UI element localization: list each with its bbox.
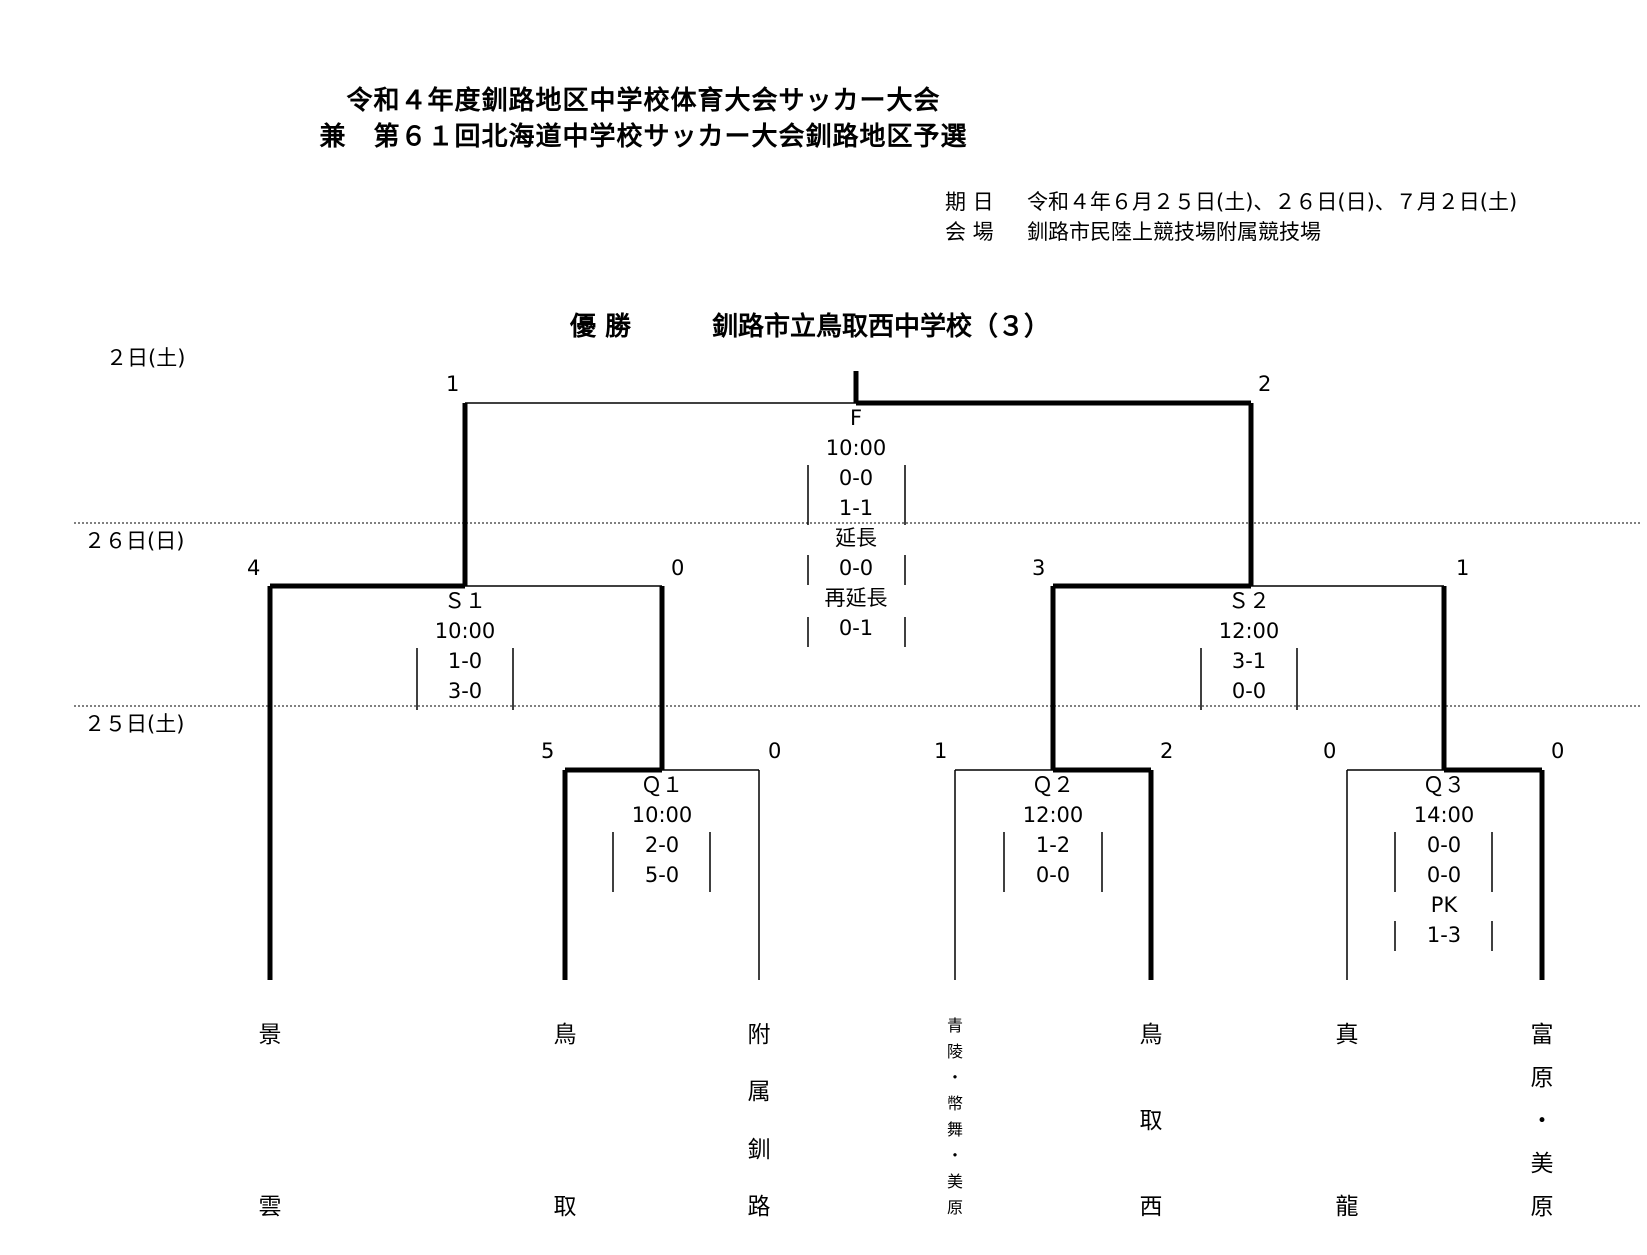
q1-score-left: 5 [541, 739, 555, 763]
final-score-left: 1 [446, 372, 460, 396]
champion-team: 釧路市立鳥取西中学校（３） [712, 312, 1051, 342]
match-time: 12:00 [1022, 803, 1084, 827]
match-line: 1-2 [1035, 833, 1071, 857]
team-char: 景 [258, 1022, 282, 1048]
match-code: Ｓ１ [444, 589, 486, 613]
team-char: ・ [946, 1068, 963, 1087]
team-char: 富 [1530, 1022, 1554, 1048]
team-char: 西 [1139, 1194, 1163, 1220]
match-code: Ｑ２ [1032, 773, 1074, 797]
match-line: 1-0 [447, 649, 483, 673]
team-char: 路 [747, 1194, 771, 1220]
match-line: 3-0 [447, 679, 483, 703]
team-char: 雲 [258, 1194, 282, 1220]
day-label-quarter: ２５日(土) [84, 712, 185, 736]
team-char: 舞 [946, 1120, 963, 1139]
s2-match-info: Ｓ２ 12:00 3-1 0-0 [1189, 586, 1309, 706]
team-char: ・ [946, 1146, 963, 1165]
team-char: 陵 [946, 1042, 963, 1061]
team-char: 取 [1139, 1108, 1163, 1134]
match-line: 0-0 [838, 556, 874, 580]
match-time: 12:00 [1218, 619, 1280, 643]
team-char: 釧 [747, 1137, 771, 1163]
match-line: 2-0 [644, 833, 680, 857]
match-time: 14:00 [1413, 803, 1475, 827]
match-line: 1-1 [838, 496, 874, 520]
team-char: 取 [553, 1194, 577, 1220]
venue-label: 会 場 [945, 220, 994, 244]
team-char: 美 [946, 1172, 963, 1191]
day-label-semi: ２６日(日) [84, 529, 185, 553]
s1-score-right: 0 [671, 556, 685, 580]
match-line: 0-0 [1426, 833, 1462, 857]
team-char: ・ [1530, 1108, 1554, 1134]
team-char: 附 [747, 1022, 771, 1048]
q2-match-info: Ｑ２ 12:00 1-2 0-0 [993, 770, 1113, 890]
venue-value: 釧路市民陸上競技場附属競技場 [1027, 220, 1321, 244]
match-line: 0-0 [1231, 679, 1267, 703]
team-char: 美 [1530, 1151, 1554, 1177]
match-line: 1-3 [1426, 923, 1462, 947]
match-line: 3-1 [1231, 649, 1267, 673]
match-line: PK [1430, 893, 1458, 917]
match-line: 延長 [835, 526, 877, 550]
team-char: 原 [1530, 1194, 1554, 1220]
s1-score-left: 4 [247, 556, 261, 580]
match-time: 10:00 [631, 803, 693, 827]
title-line-2: 兼 第６１回北海道中学校サッカー大会釧路地区予選 [319, 122, 968, 152]
match-code: Ｑ３ [1423, 773, 1465, 797]
q3-score-right: 0 [1551, 739, 1565, 763]
q3-match-info: Ｑ３ 14:00 0-0 0-0 PK 1-3 [1384, 770, 1504, 950]
date-value: 令和４年６月２５日(土)、２６日(日)、７月２日(土) [1027, 190, 1518, 214]
match-line: 0-0 [838, 466, 874, 490]
match-line: 再延長 [824, 586, 888, 610]
title-line-1: 令和４年度釧路地区中学校体育大会サッカー大会 [346, 86, 941, 116]
match-code: Ｑ１ [641, 773, 683, 797]
q1-score-right: 0 [768, 739, 782, 763]
team-char: 鳥 [553, 1022, 577, 1048]
final-match-info: F 10:00 0-0 1-1 延長 0-0 再延長 0-1 [796, 403, 916, 643]
day-label-final: ２日(土) [106, 346, 186, 370]
q1-match-info: Ｑ１ 10:00 2-0 5-0 [602, 770, 722, 890]
date-label: 期 日 [945, 190, 994, 214]
team-char: 龍 [1335, 1194, 1359, 1220]
match-line: 0-0 [1035, 863, 1071, 887]
team-char: 青 [946, 1016, 963, 1035]
team-char: 原 [946, 1198, 963, 1217]
match-time: 10:00 [434, 619, 496, 643]
s2-score-right: 1 [1456, 556, 1470, 580]
q2-score-left: 1 [934, 739, 948, 763]
team-char: 原 [1530, 1065, 1554, 1091]
s1-match-info: Ｓ１ 10:00 1-0 3-0 [405, 586, 525, 706]
match-code: Ｓ２ [1228, 589, 1270, 613]
match-line: 0-0 [1426, 863, 1462, 887]
team-char: 鳥 [1139, 1022, 1163, 1048]
q2-score-right: 2 [1160, 739, 1174, 763]
s2-score-left: 3 [1032, 556, 1046, 580]
team-char: 属 [747, 1079, 771, 1105]
match-time: 10:00 [825, 436, 887, 460]
q3-score-left: 0 [1323, 739, 1337, 763]
match-line: 0-1 [838, 616, 874, 640]
team-char: 真 [1335, 1022, 1359, 1048]
match-code: F [849, 406, 863, 430]
champion-label: 優 勝 [570, 312, 632, 342]
team-char: 幣 [946, 1094, 963, 1113]
match-line: 5-0 [644, 863, 680, 887]
final-score-right: 2 [1258, 372, 1272, 396]
